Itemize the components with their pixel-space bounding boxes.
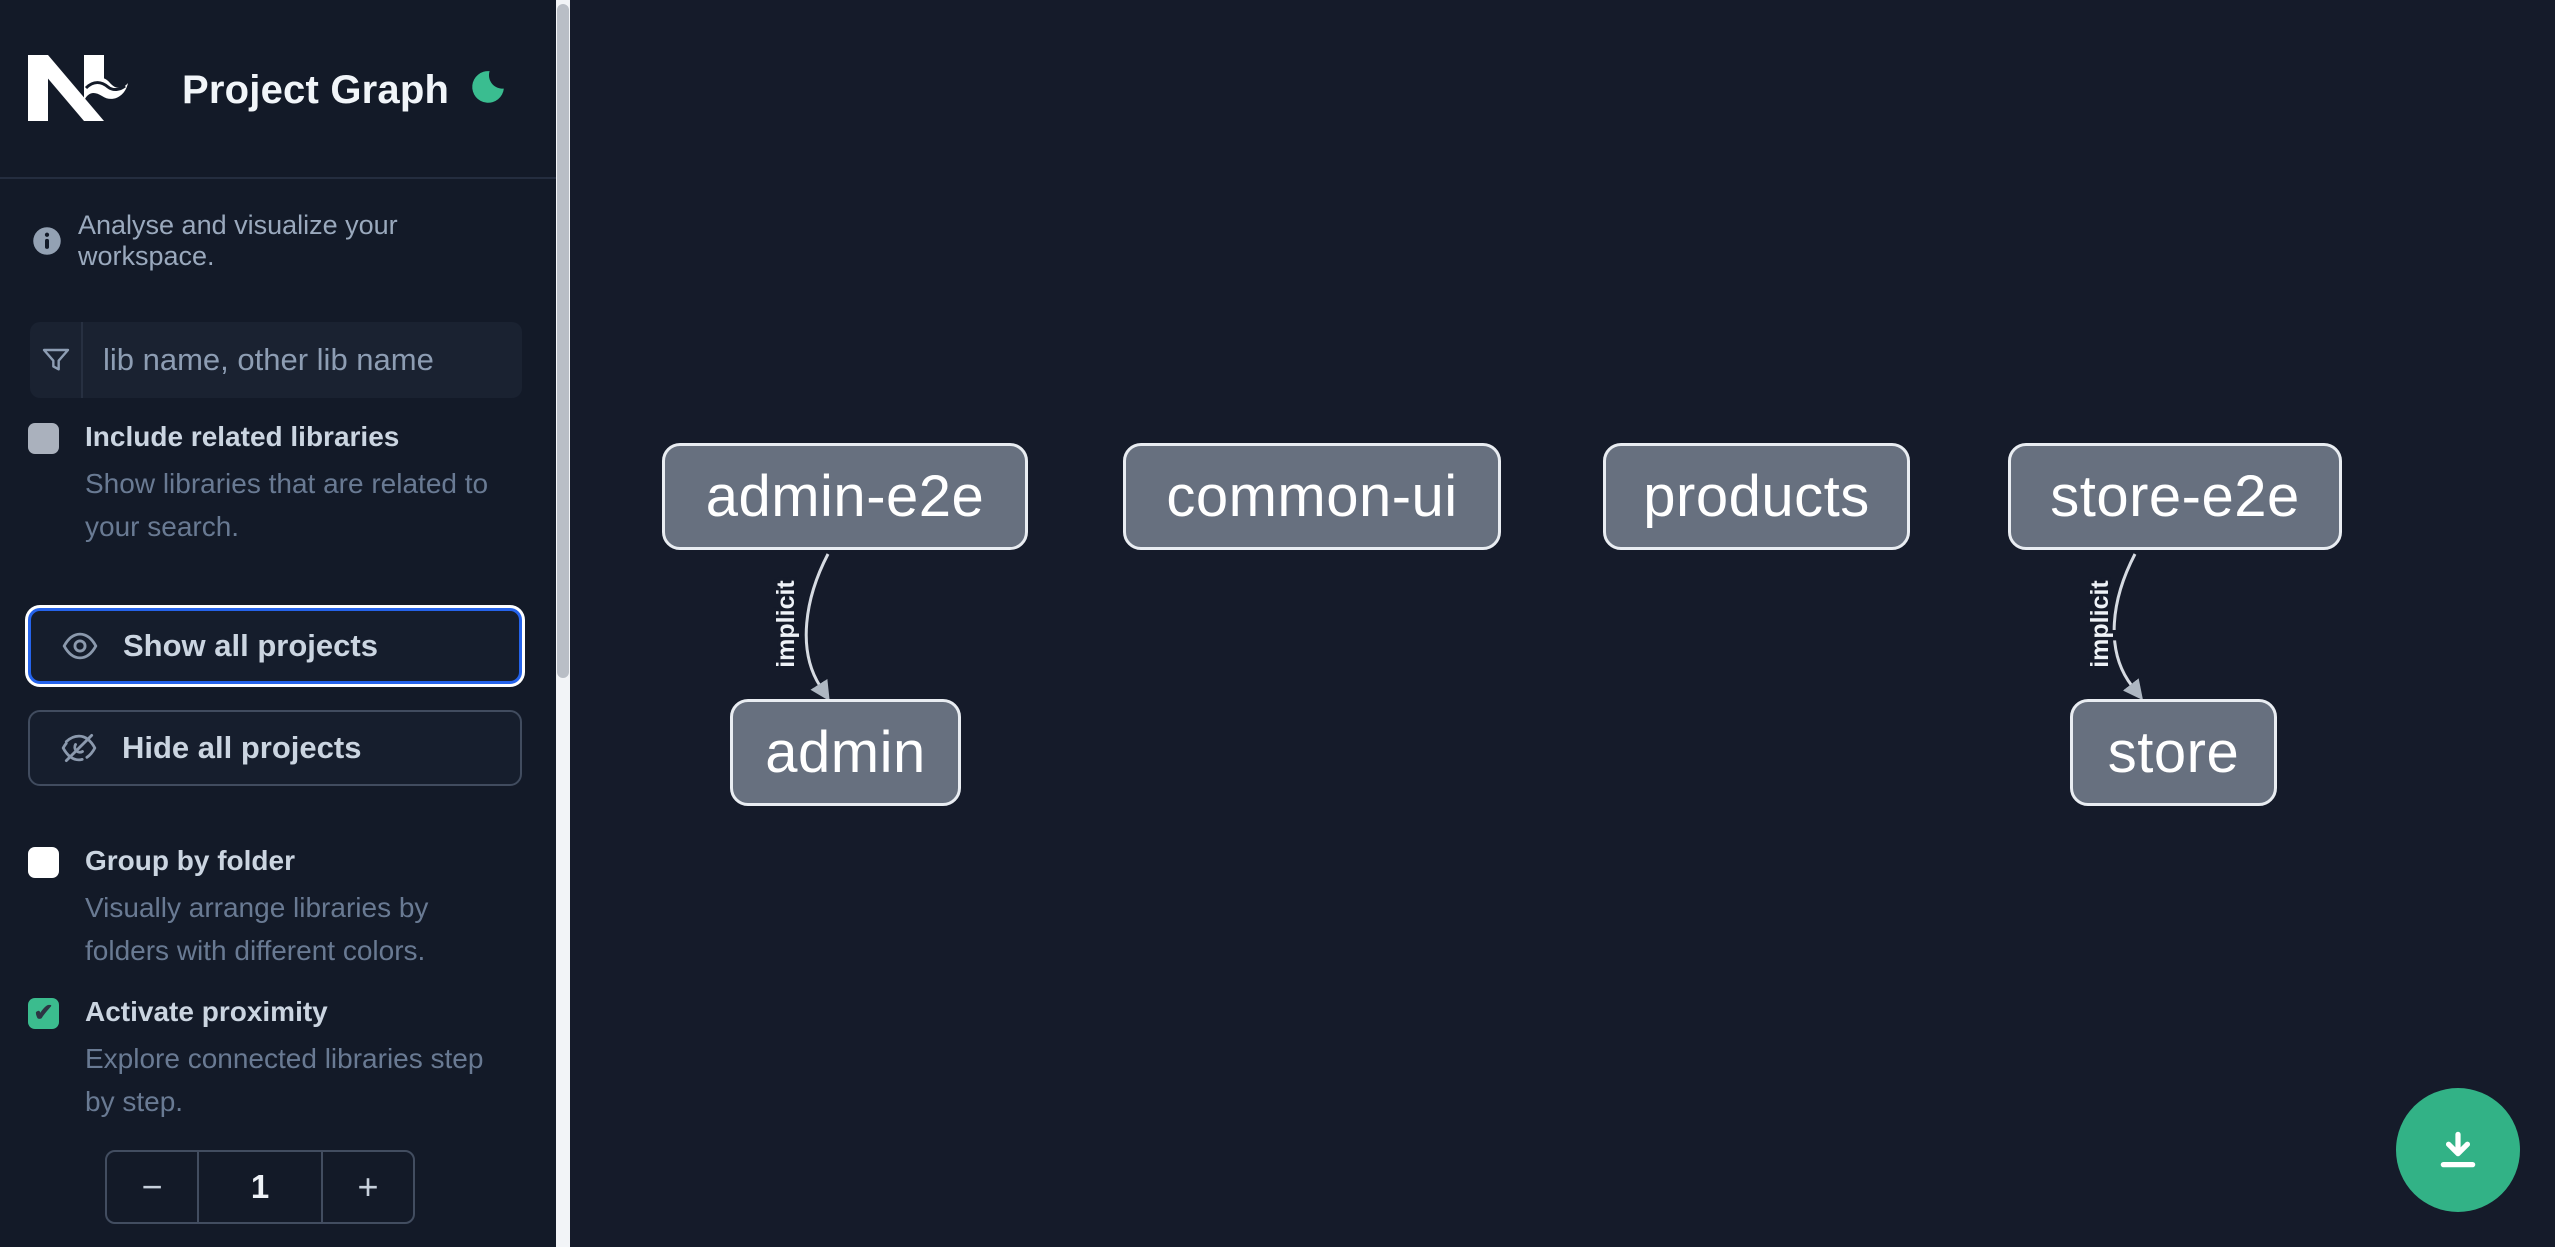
graph-canvas[interactable]: implicit implicit admin-e2e common-ui produ… [570, 0, 2555, 1247]
proximity-stepper: − 1 + [105, 1150, 415, 1224]
page-title: Project Graph [182, 68, 450, 112]
button-label: Hide all projects [122, 730, 362, 765]
graph-node-common-ui[interactable]: common-ui [1123, 443, 1501, 550]
graph-node-store-e2e[interactable]: store-e2e [2008, 443, 2342, 550]
moon-icon [472, 70, 504, 103]
edge-admin-e2e-admin[interactable] [804, 553, 830, 702]
option-group-by-folder[interactable]: Group by folder Visually arrange librari… [28, 844, 508, 972]
option-label: Group by folder [85, 845, 295, 876]
filter-icon-cell [30, 322, 83, 398]
edge-label-implicit: implicit [2086, 580, 2114, 668]
download-icon [2440, 1131, 2476, 1168]
option-label: Include related libraries [85, 421, 400, 452]
eye-icon [62, 632, 98, 660]
graph-node-products[interactable]: products [1603, 443, 1910, 550]
sidebar-header: Project Graph [0, 0, 556, 178]
sidebar: Project Graph Analyse and visualize your… [0, 0, 570, 1247]
option-include-related-libraries[interactable]: Include related libraries Show libraries… [28, 420, 508, 548]
proximity-value: 1 [197, 1152, 323, 1222]
option-label: Activate proximity [85, 996, 328, 1027]
graph-node-admin-e2e[interactable]: admin-e2e [662, 443, 1028, 550]
funnel-icon [42, 348, 69, 371]
graph-edges-layer: implicit implicit [769, 553, 2144, 702]
edge-label-implicit: implicit [772, 580, 800, 668]
save-image-button[interactable] [2396, 1088, 2520, 1212]
option-description: Visually arrange libraries by folders wi… [85, 892, 429, 966]
tagline-row: Analyse and visualize your workspace. [32, 210, 532, 272]
sidebar-scrollbar[interactable] [556, 0, 570, 1247]
eye-off-icon [61, 733, 97, 763]
option-description: Show libraries that are related to your … [85, 468, 489, 542]
group-by-folder-checkbox[interactable] [28, 847, 59, 878]
include-related-libraries-checkbox[interactable] [28, 423, 59, 454]
scrollbar-thumb[interactable] [557, 4, 569, 678]
info-icon [33, 227, 61, 255]
show-all-projects-button[interactable]: Show all projects [28, 608, 522, 684]
graph-node-store[interactable]: store [2070, 699, 2277, 806]
proximity-decrement-button[interactable]: − [107, 1152, 197, 1222]
hide-all-projects-button[interactable]: Hide all projects [28, 710, 522, 786]
edge-store-e2e-store[interactable] [2112, 553, 2144, 701]
graph-node-admin[interactable]: admin [730, 699, 961, 806]
option-activate-proximity[interactable]: Activate proximity Explore connected lib… [28, 995, 508, 1123]
activate-proximity-checkbox[interactable] [28, 998, 59, 1029]
filter-input[interactable] [83, 322, 522, 398]
filter-input-group [30, 322, 522, 398]
tagline-text: Analyse and visualize your workspace. [78, 210, 398, 271]
nx-logo-icon [28, 55, 128, 121]
button-label: Show all projects [123, 628, 378, 663]
option-description: Explore connected libraries step by step… [85, 1043, 484, 1117]
theme-toggle-button[interactable] [466, 66, 510, 110]
header-divider [0, 177, 556, 179]
proximity-increment-button[interactable]: + [323, 1152, 413, 1222]
